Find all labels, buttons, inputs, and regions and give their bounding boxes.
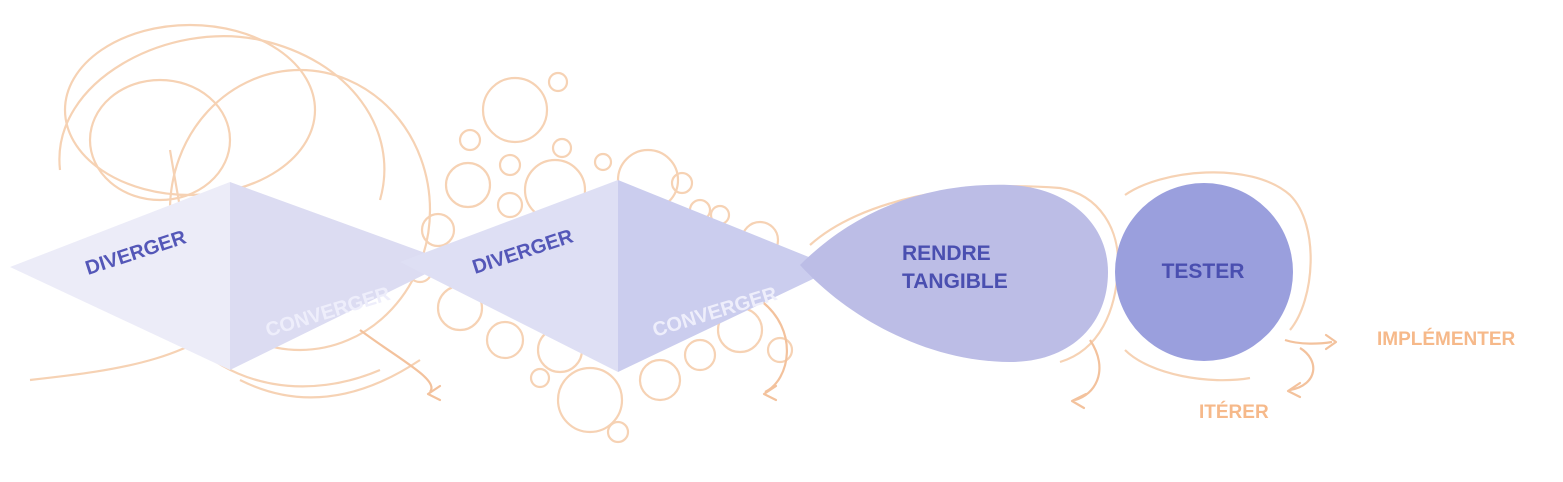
iterer-arrow [1289,347,1315,392]
doodle-bubble [420,212,456,248]
diamond-2-diverge-half [400,180,618,372]
doodle-bubble [593,152,613,172]
tester-outline-ring [1124,171,1312,331]
implementer-label: IMPLÉMENTER [1377,328,1516,350]
iterer-label: ITÉRER [1199,401,1269,423]
rendre-tangible-shape [800,184,1108,362]
doodle-loop [88,78,232,202]
doodle-bubble [458,128,482,152]
doodle-arrow-curve [759,299,788,393]
tester-label: TESTER [1162,260,1245,283]
doodle-bubble [638,358,682,402]
diamond-2-converge-half [618,180,836,372]
doodle-bubble [481,76,549,144]
doodle-arrowhead [762,384,778,402]
doodle-curve [58,35,386,201]
doodle-arrow-curve [359,329,433,393]
diamond-1-converge-half [230,182,450,370]
diamond-1-diverge-half [10,182,230,370]
doodle-arrowhead [426,384,442,402]
doodle-curve [239,359,421,399]
blob-return-arrowhead [1070,392,1088,410]
doodle-bubble [766,336,794,364]
blob-outline-ring [809,185,1120,364]
doodle-loop [63,23,317,197]
diamond-1: DIVERGER CONVERGER [10,182,450,370]
doodle-bubble [683,338,717,372]
doodle-bubble [551,137,573,159]
doodle-bubble [606,420,630,444]
background-doodles [29,23,1338,444]
implementer-arrowhead [1324,333,1338,351]
doodle-bubble [670,171,694,195]
doodle-bubble [556,366,624,434]
doodle-bubble [498,153,522,177]
tester-circle [1115,183,1293,361]
implementer-arrow [1284,338,1333,345]
doodle-bubble [496,191,524,219]
rendre-tangible-label-line1: RENDRE [902,242,991,265]
doodle-bubble [529,367,551,389]
doodle-bubble [485,320,525,360]
tester-node: TESTER [1115,183,1293,361]
doodle-bubble [444,161,492,209]
rendre-tangible-label-line2: TANGIBLE [902,270,1008,293]
iterer-arrowhead [1286,381,1302,399]
blob-return-arrow [1074,339,1101,402]
rendre-tangible-blob: RENDRE TANGIBLE [800,184,1108,362]
tester-outline-ring [1124,349,1251,382]
doodle-bubble [547,71,569,93]
